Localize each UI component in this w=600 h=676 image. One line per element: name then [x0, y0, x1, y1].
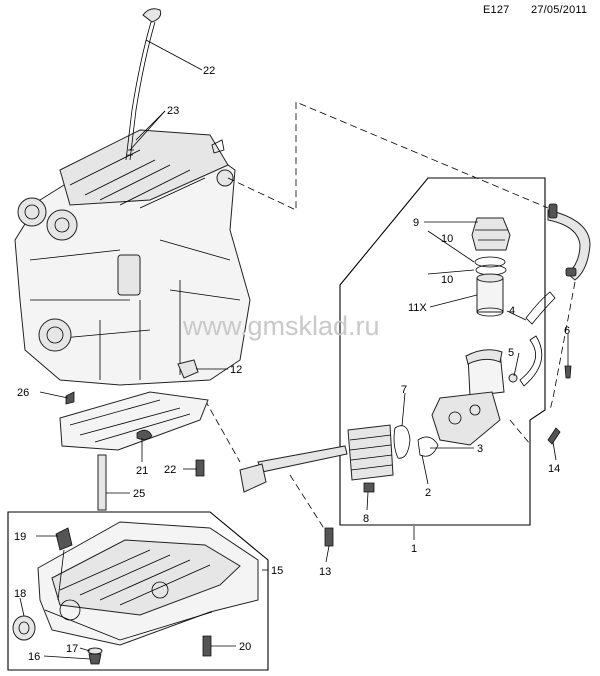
- watermark: www.gmsklad.ru: [182, 311, 380, 341]
- sensor-12: [177, 359, 199, 379]
- callout-12: 12: [230, 364, 242, 376]
- callout-18: 18: [14, 588, 26, 600]
- dipstick-cap-19: [55, 527, 73, 551]
- bolt-20: [202, 635, 212, 657]
- callout-2: 2: [425, 487, 431, 499]
- callout-labels: 22 23 9 10 10 11X 4 6 5 12 7 26 3 21 22 …: [14, 65, 570, 663]
- callout-26: 26: [17, 387, 29, 399]
- callout-8: 8: [363, 513, 369, 525]
- diagram-date: 27/05/2011: [531, 4, 588, 16]
- routing-dashed-line-pipe: [509, 419, 531, 445]
- callout-3: 3: [477, 443, 483, 455]
- callout-21: 21: [136, 465, 148, 477]
- callout-25: 25: [133, 488, 145, 500]
- oil-pan-assembly-frame: [7, 511, 269, 671]
- pickup-tube-25: [97, 454, 107, 511]
- seal-18: [12, 615, 36, 641]
- callout-1: 1: [411, 543, 417, 555]
- callout-19: 19: [14, 531, 26, 543]
- engine-block-illustration: [14, 129, 251, 386]
- callout-14: 14: [548, 463, 560, 475]
- callout-9: 9: [413, 217, 419, 229]
- callout-20: 20: [239, 641, 251, 653]
- callout-24: 23: [167, 105, 179, 117]
- oil-baffle: [59, 391, 209, 477]
- oil-filter-assembly-frame: [339, 177, 546, 526]
- leader-lines: [19, 39, 569, 660]
- callout-7: 7: [401, 384, 407, 396]
- callout-10-lower: 10: [441, 274, 453, 286]
- drain-plug-16: [88, 653, 102, 665]
- oil-filter-housing-parts: [239, 217, 572, 493]
- drain-washer-17: [87, 647, 103, 655]
- routing-dashed-line-hose: [549, 281, 576, 411]
- callout-17: 17: [66, 643, 78, 655]
- callout-11x: 11X: [408, 302, 427, 314]
- coolant-hose: [547, 203, 591, 281]
- routing-dashed-line-top: [227, 101, 549, 211]
- callout-15: 15: [271, 565, 283, 577]
- callout-22: 22: [164, 464, 176, 476]
- callout-23: 22: [203, 65, 215, 77]
- bolt-13: [324, 527, 334, 547]
- routing-dashed-line-bolt13: [289, 474, 326, 531]
- callout-4: 4: [509, 305, 515, 317]
- callout-13: 13: [319, 566, 331, 578]
- callout-6: 6: [564, 325, 570, 337]
- routing-dashed-line-line: [204, 399, 241, 463]
- callout-5: 5: [508, 347, 514, 359]
- callout-16: 16: [28, 651, 40, 663]
- callout-10-upper: 10: [441, 233, 453, 245]
- dipstick-and-tube: [125, 8, 162, 161]
- diagram-code: E127: [483, 4, 510, 16]
- oil-pan: [37, 521, 259, 646]
